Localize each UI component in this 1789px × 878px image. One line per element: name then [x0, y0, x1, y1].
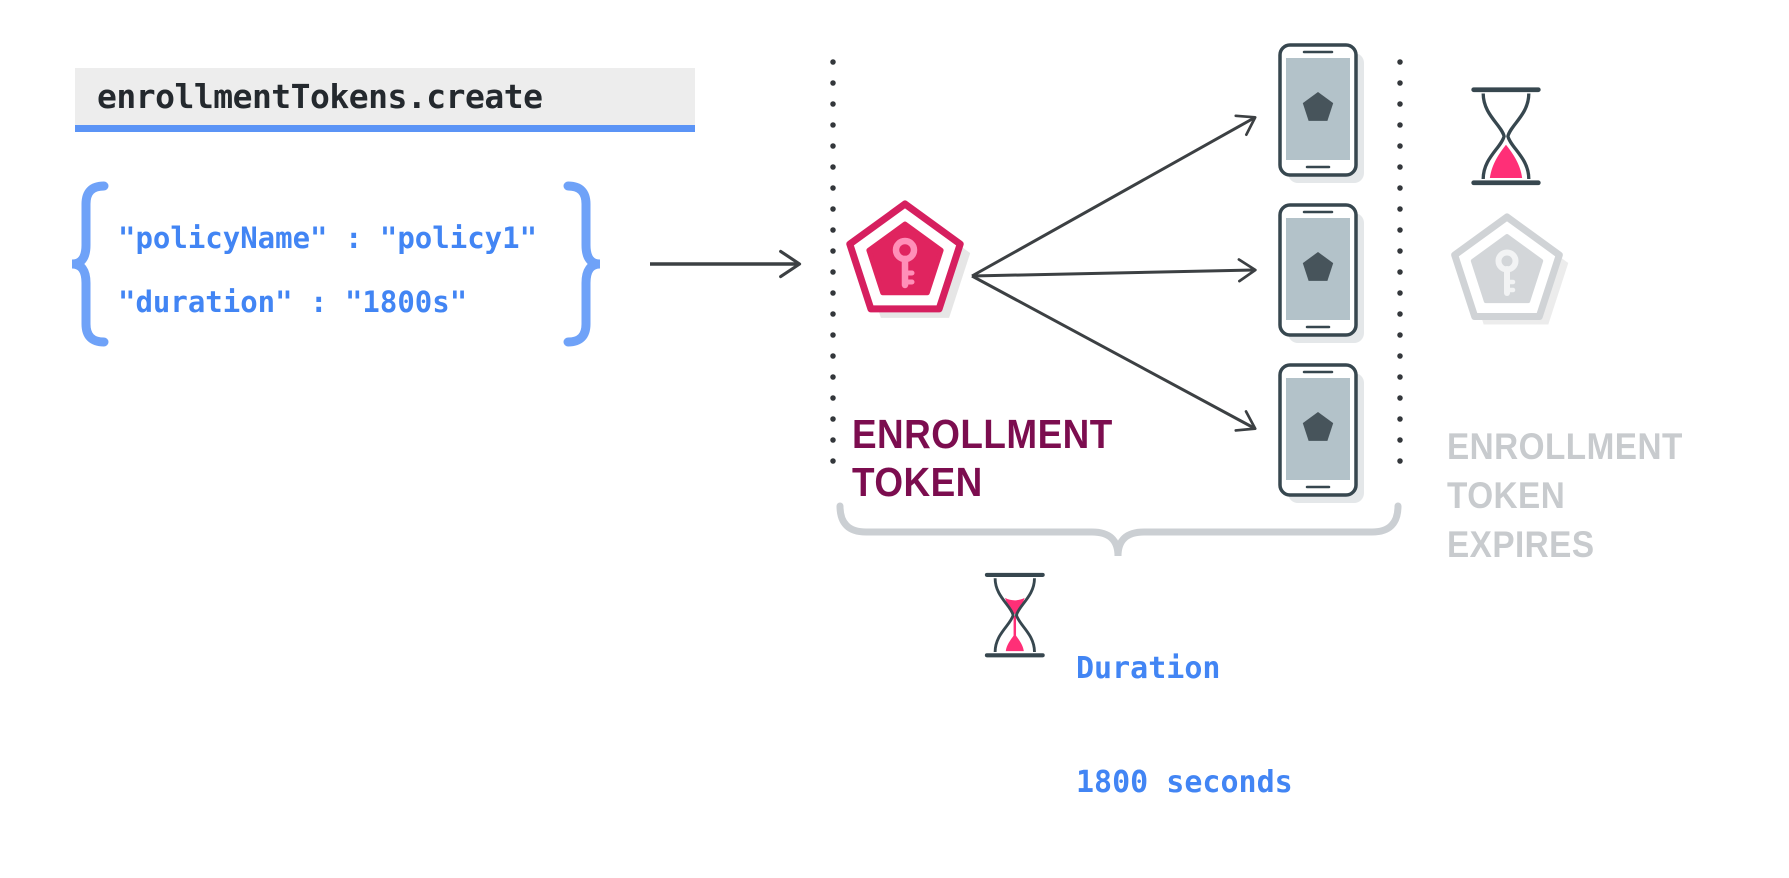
- enrollment-token-expired-icon: [1451, 213, 1569, 325]
- duration-caption: Duration 1800 seconds: [1076, 574, 1293, 878]
- hourglass-expired-icon: [1474, 90, 1539, 183]
- hourglass-duration-icon: [987, 575, 1043, 655]
- json-right-brace-icon: [563, 181, 601, 347]
- enrollment-token-caption-line-2: TOKEN: [852, 459, 983, 505]
- token-expires-caption-line-1: ENROLLMENT: [1447, 426, 1683, 467]
- enrollment-token-icon: [846, 200, 971, 318]
- token-expires-caption-line-3: EXPIRES: [1447, 524, 1595, 565]
- diagram-shapes: [71, 43, 1569, 795]
- device-icon-1: [1278, 43, 1366, 185]
- provisioning-arrows-icon: [971, 114, 1257, 432]
- key-icon: [892, 237, 918, 289]
- enrollment-token-caption: ENROLLMENT TOKEN: [852, 410, 1113, 506]
- enrollment-token-caption-line-1: ENROLLMENT: [852, 411, 1113, 457]
- api-method-label: enrollmentTokens.create: [97, 77, 543, 116]
- request-body-line-2: "duration" : "1800s": [118, 285, 468, 319]
- device-icon-2: [1278, 203, 1366, 345]
- key-gray-icon: [1495, 249, 1519, 296]
- duration-caption-line-2: 1800 seconds: [1076, 765, 1293, 800]
- duration-caption-line-1: Duration: [1076, 651, 1221, 686]
- token-expires-caption-line-2: TOKEN: [1447, 475, 1566, 516]
- request-body-line-1: "policyName" : "policy1": [118, 221, 538, 255]
- json-left-brace-icon: [71, 181, 109, 347]
- token-expires-caption: ENROLLMENT TOKEN EXPIRES: [1447, 422, 1683, 569]
- diagram-canvas: enrollmentTokens.create "policyName" : "…: [71, 43, 1683, 800]
- device-icon-3: [1278, 363, 1366, 505]
- duration-brace: [836, 502, 1402, 557]
- api-method-box: enrollmentTokens.create: [75, 68, 695, 132]
